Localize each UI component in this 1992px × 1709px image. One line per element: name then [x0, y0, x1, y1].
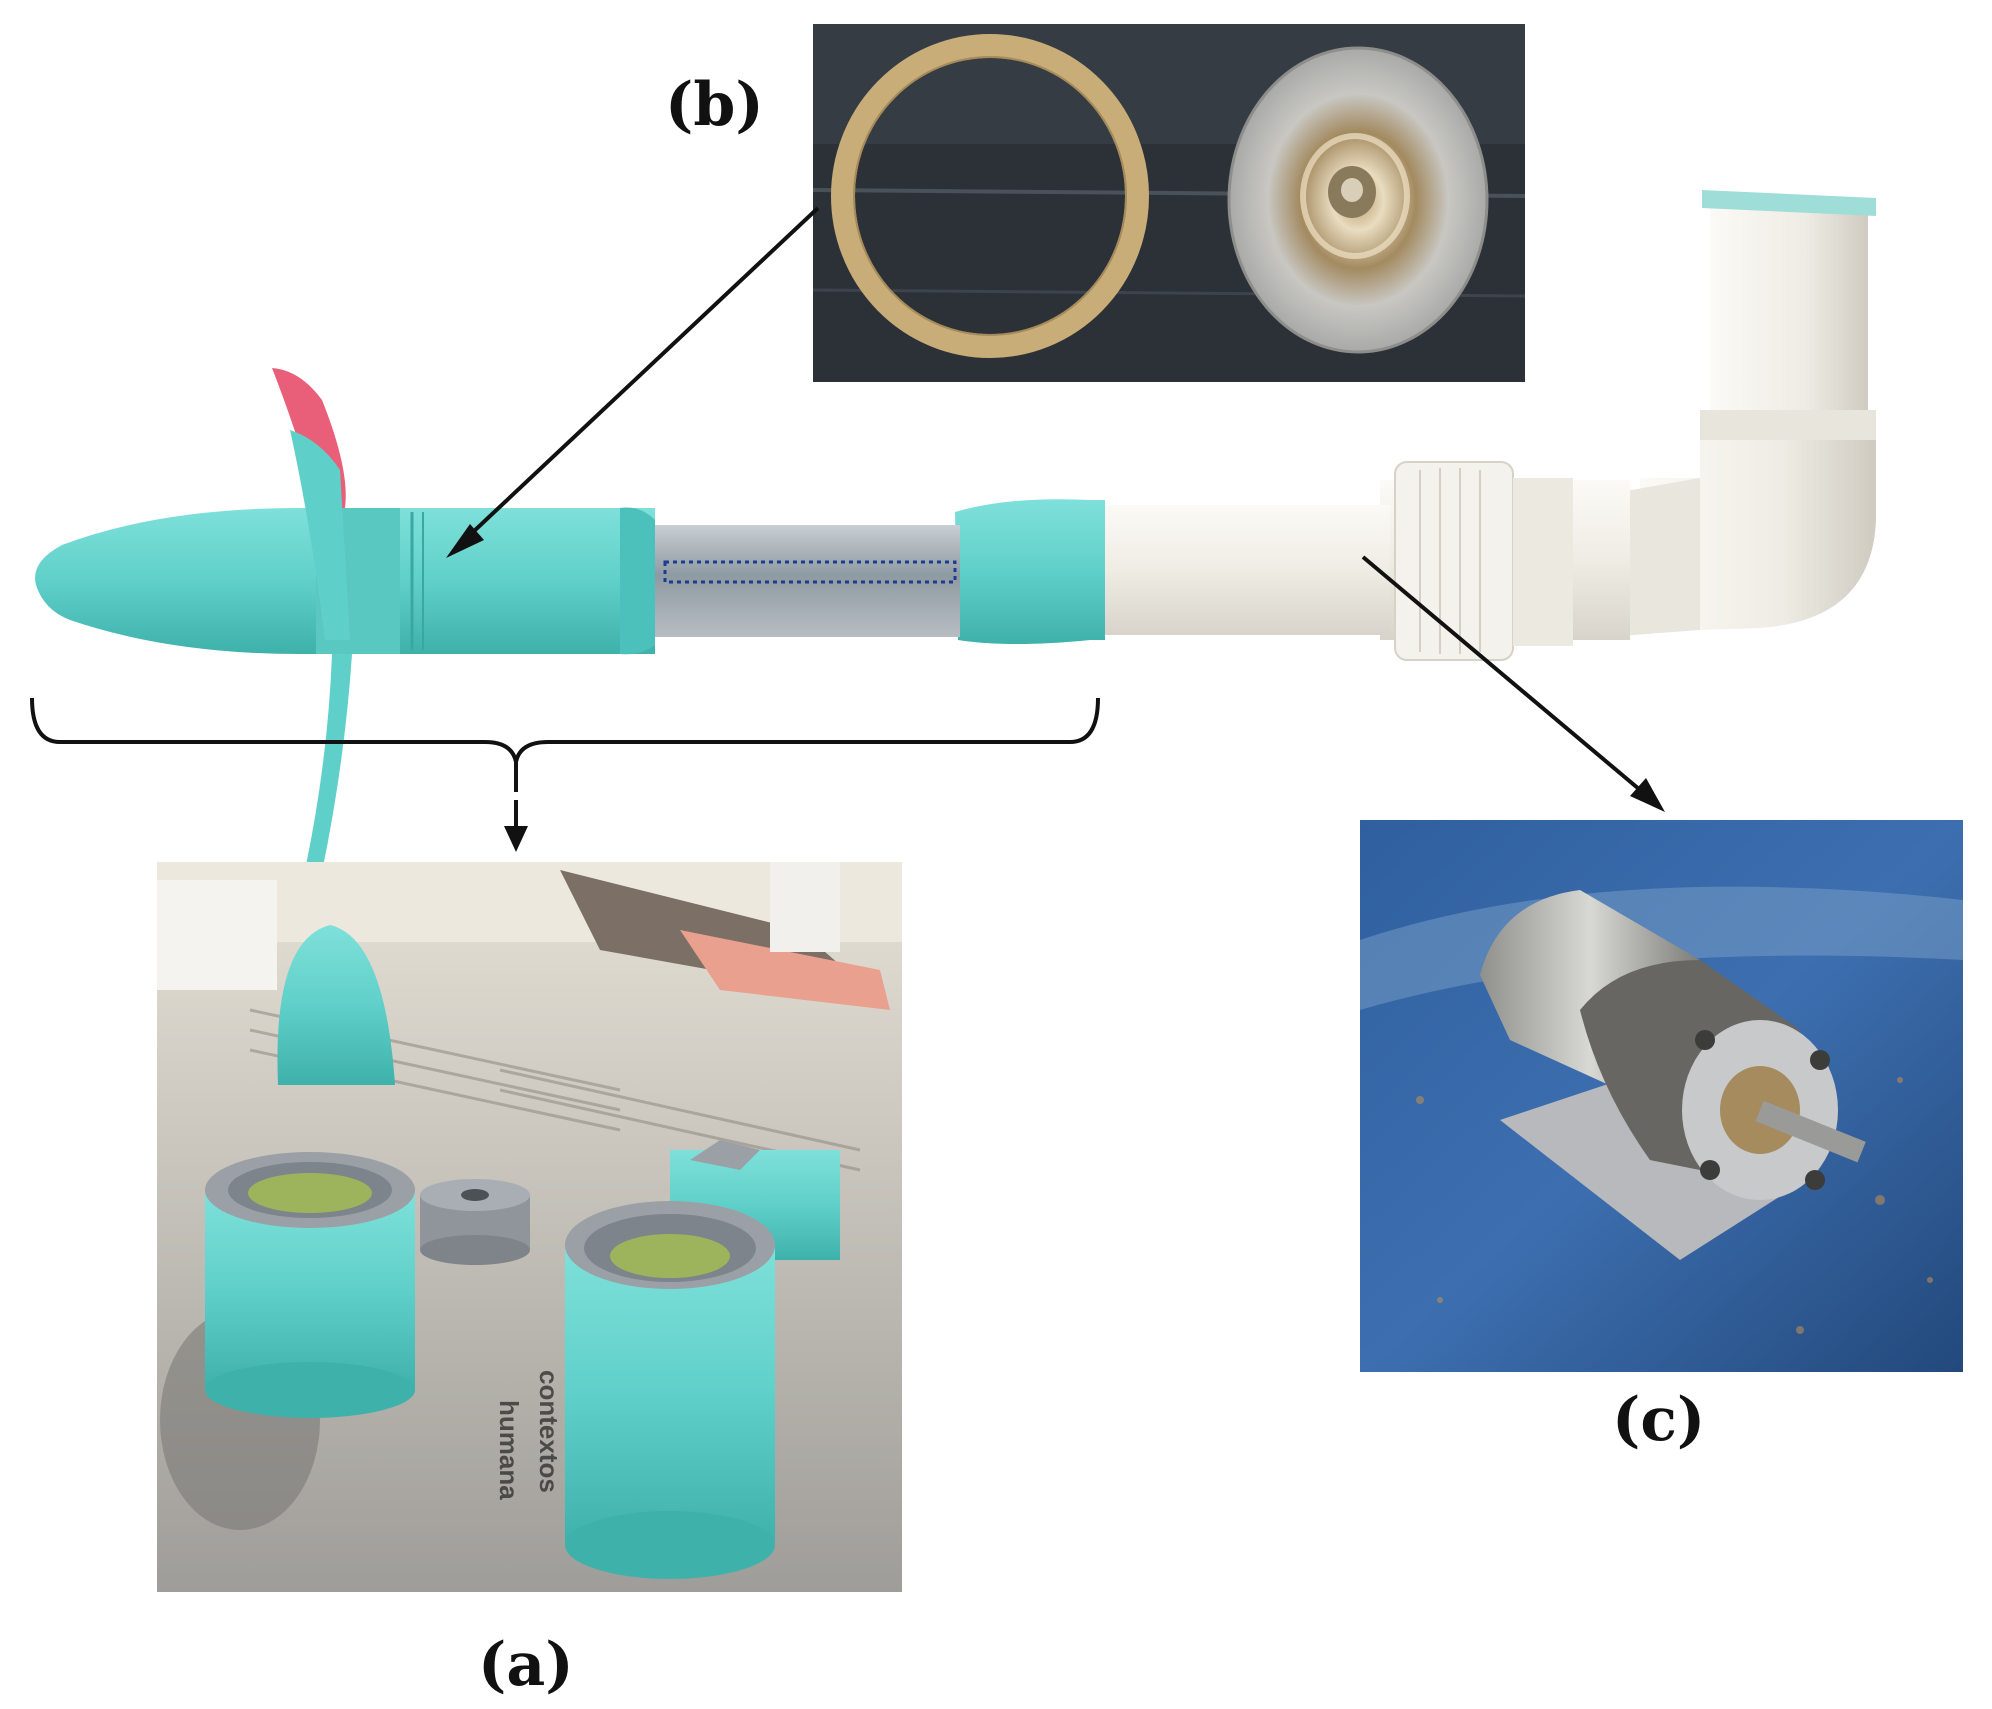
label-c: (c) — [1612, 1385, 1705, 1455]
turbine-assembly — [35, 190, 1876, 872]
newspaper-word-2: humana — [494, 1400, 524, 1500]
panel-c-photo — [1360, 820, 1963, 1372]
printed-nose-cone — [277, 925, 395, 1085]
arrows — [30, 206, 1665, 852]
label-b: (b) — [665, 70, 764, 140]
panel-b-photo — [812, 24, 1526, 382]
printed-cylinder-tall — [565, 1140, 840, 1579]
panel-a-photo: contextos humana — [157, 862, 902, 1592]
blade-lower — [305, 654, 352, 872]
piezo-ring — [831, 34, 1149, 358]
printed-cylinder-short — [205, 1152, 415, 1418]
newspaper-word-1: contextos — [534, 1370, 564, 1493]
bracket — [30, 697, 1100, 763]
arrow-to-c — [1361, 555, 1654, 802]
label-a: (a) — [478, 1630, 574, 1700]
arrow-to-b — [454, 206, 820, 550]
gear-motor — [1480, 890, 1866, 1260]
printed-washers — [420, 1179, 530, 1265]
